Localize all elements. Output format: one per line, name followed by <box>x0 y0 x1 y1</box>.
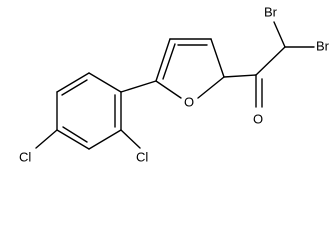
chlorine-label-2: Cl <box>136 149 148 164</box>
furan-oxygen-label: O <box>184 94 194 109</box>
bromine-label-2: Br <box>316 38 330 53</box>
bromine-label-1: Br <box>264 4 278 19</box>
molecule-structure: Br Br O O Cl Cl <box>19 4 330 164</box>
dibromomethyl-bond <box>255 46 286 76</box>
bromo-bonds <box>273 21 315 48</box>
carbonyl-double-bond <box>255 74 263 108</box>
furan-ring <box>155 38 225 99</box>
carbonyl-oxygen-label: O <box>253 111 263 126</box>
phenyl-ring <box>56 72 122 150</box>
aryl-furan-bond <box>120 80 157 93</box>
chlorine-label-1: Cl <box>19 149 31 164</box>
chloro-bonds <box>35 129 141 149</box>
furan-carbonyl-bond <box>223 74 257 78</box>
